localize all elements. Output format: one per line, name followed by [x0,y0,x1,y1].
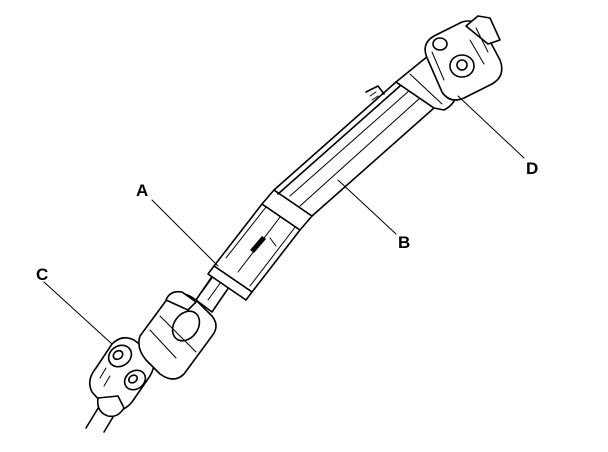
lower-universal-joint [85,336,155,433]
upper-universal-joint [424,15,503,101]
lower-shaft-collar [138,290,217,380]
callout-label-d: D [526,159,538,178]
callout-label-b: B [398,233,410,252]
leader-line-d [457,95,525,159]
middle-sleeve [207,189,313,301]
leader-line-c [43,281,113,345]
leader-line-b [337,179,397,235]
leader-line-a [151,199,219,267]
outer-tube [273,81,435,217]
callout-label-a: A [136,181,148,200]
callout-label-c: C [36,265,48,284]
